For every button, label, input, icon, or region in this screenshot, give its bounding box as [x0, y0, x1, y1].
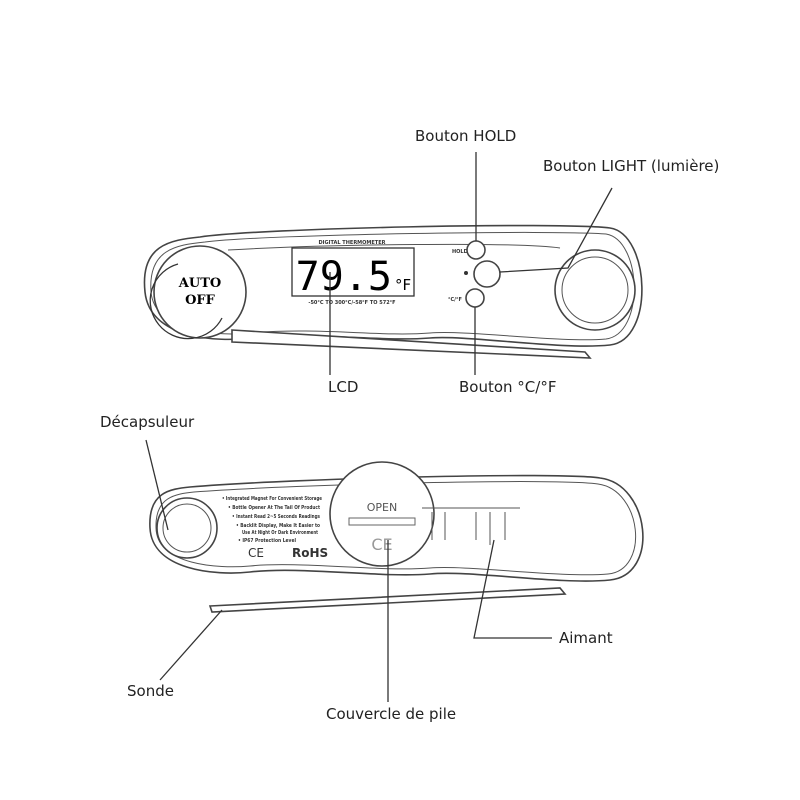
lcd-unit: °F — [395, 276, 411, 294]
light-button[interactable] — [473, 260, 501, 288]
label-bottle-opener: Décapsuleur — [100, 413, 195, 431]
lcd-reading: 79.5 — [296, 254, 392, 300]
label-magnet: Aimant — [559, 629, 613, 647]
open-slot — [348, 517, 416, 526]
auto-off-button — [153, 245, 247, 339]
hold-button[interactable] — [466, 240, 486, 260]
label-unit-button: Bouton °C/°F — [459, 378, 557, 396]
back-opener-ring — [156, 497, 218, 559]
rohs-mark: RoHS — [292, 546, 328, 560]
cover-ce-mark: CE — [371, 535, 392, 554]
front-opener-ring — [554, 249, 636, 331]
feature-list: • Integrated Magnet For Convenient Stora… — [222, 496, 322, 544]
feature-item: • Bottle Opener At The Tail Of Product — [228, 505, 321, 511]
cf-button[interactable] — [465, 288, 485, 308]
front-probe — [231, 329, 592, 359]
temperature-guide — [422, 507, 520, 545]
label-battery-cover: Couvercle de pile — [326, 705, 457, 723]
cf-text: °C/°F — [448, 297, 462, 303]
open-label: OPEN — [367, 501, 397, 514]
ce-mark: CE — [248, 546, 264, 560]
back-thermometer: OPEN CE • Integrated Magnet For Convenie… — [149, 461, 644, 613]
hold-text: HOLD — [452, 249, 468, 255]
off-label: OFF — [185, 293, 216, 308]
auto-label: AUTO — [178, 276, 221, 291]
feature-item: • Backlit Display, Make It Easier to — [236, 523, 320, 529]
feature-item: • IP67 Protection Level — [238, 538, 296, 544]
device-title: DIGITAL THERMOMETER — [319, 240, 386, 246]
lcd-screen — [291, 247, 415, 297]
feature-item: Use At Night Or Dark Environment — [242, 530, 318, 536]
label-probe: Sonde — [127, 682, 174, 700]
label-hold-button: Bouton HOLD — [415, 127, 517, 145]
label-lcd: LCD — [328, 378, 359, 396]
range-text: -50°C TO 300°C/-58°F TO 572°F — [308, 300, 395, 306]
light-bulb-icon — [464, 271, 468, 275]
feature-item: • Integrated Magnet For Convenient Stora… — [222, 496, 322, 502]
label-light-button: Bouton LIGHT (lumière) — [543, 157, 720, 175]
front-thermometer: AUTO OFF DIGITAL THERMOMETER 79.5 °F -50… — [143, 224, 643, 359]
feature-item: • Instant Read 2~5 Seconds Readings — [232, 514, 320, 520]
battery-cover[interactable] — [329, 461, 435, 567]
